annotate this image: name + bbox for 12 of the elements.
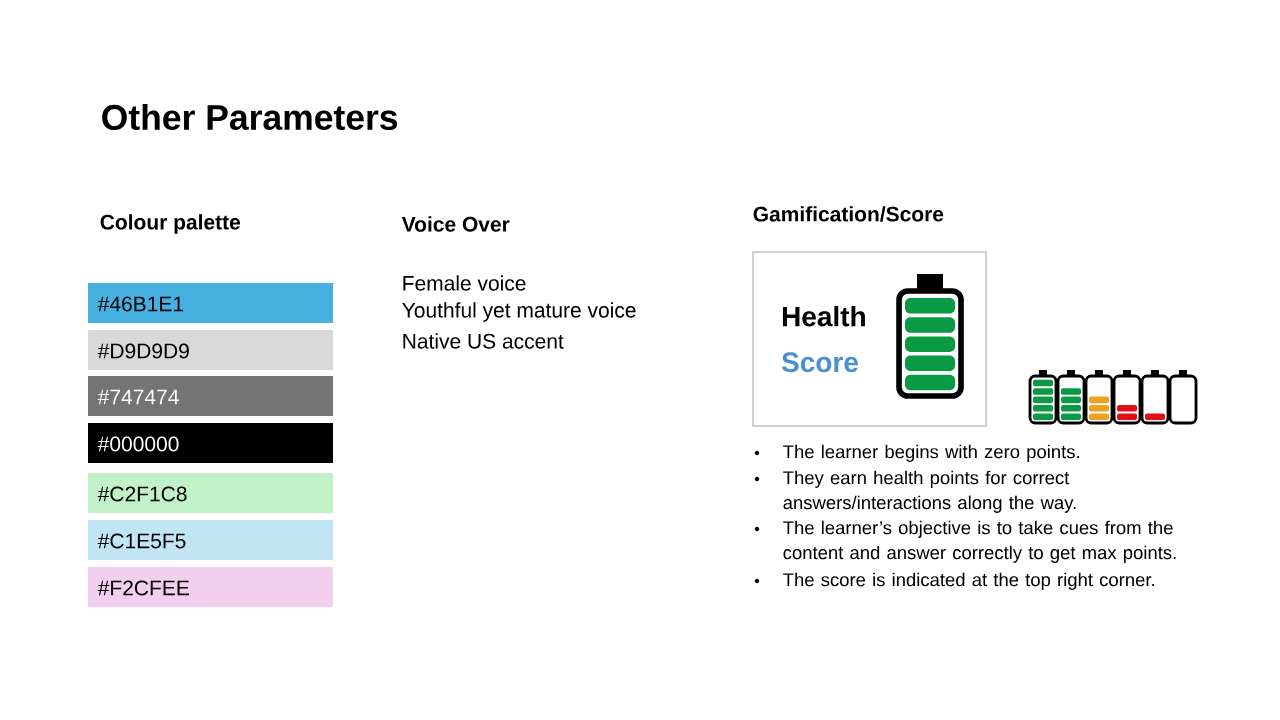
bullet-item: The score is indicated at the top right corner. — [783, 572, 1154, 590]
bullet-item: The learner begins with zero points. — [783, 444, 1079, 462]
text-line: Youthful yet mature voice — [402, 302, 636, 322]
section-heading: Gamification/Score — [753, 206, 944, 222]
bullet-item: They earn health points for correct answers/interactions along the way. — [783, 470, 1076, 513]
section-heading: Voice Over — [401, 216, 510, 232]
text-line: Female voice — [403, 275, 526, 291]
score-card: Health Score — [752, 250, 988, 428]
slide-title: Other Parameters — [102, 103, 398, 130]
section-heading: Colour palette — [100, 214, 241, 234]
text-line: Native US accent — [403, 333, 564, 349]
bullet-item: The learner’s objective is to take cues from the content and answer correctly to get max points. — [783, 520, 1176, 563]
